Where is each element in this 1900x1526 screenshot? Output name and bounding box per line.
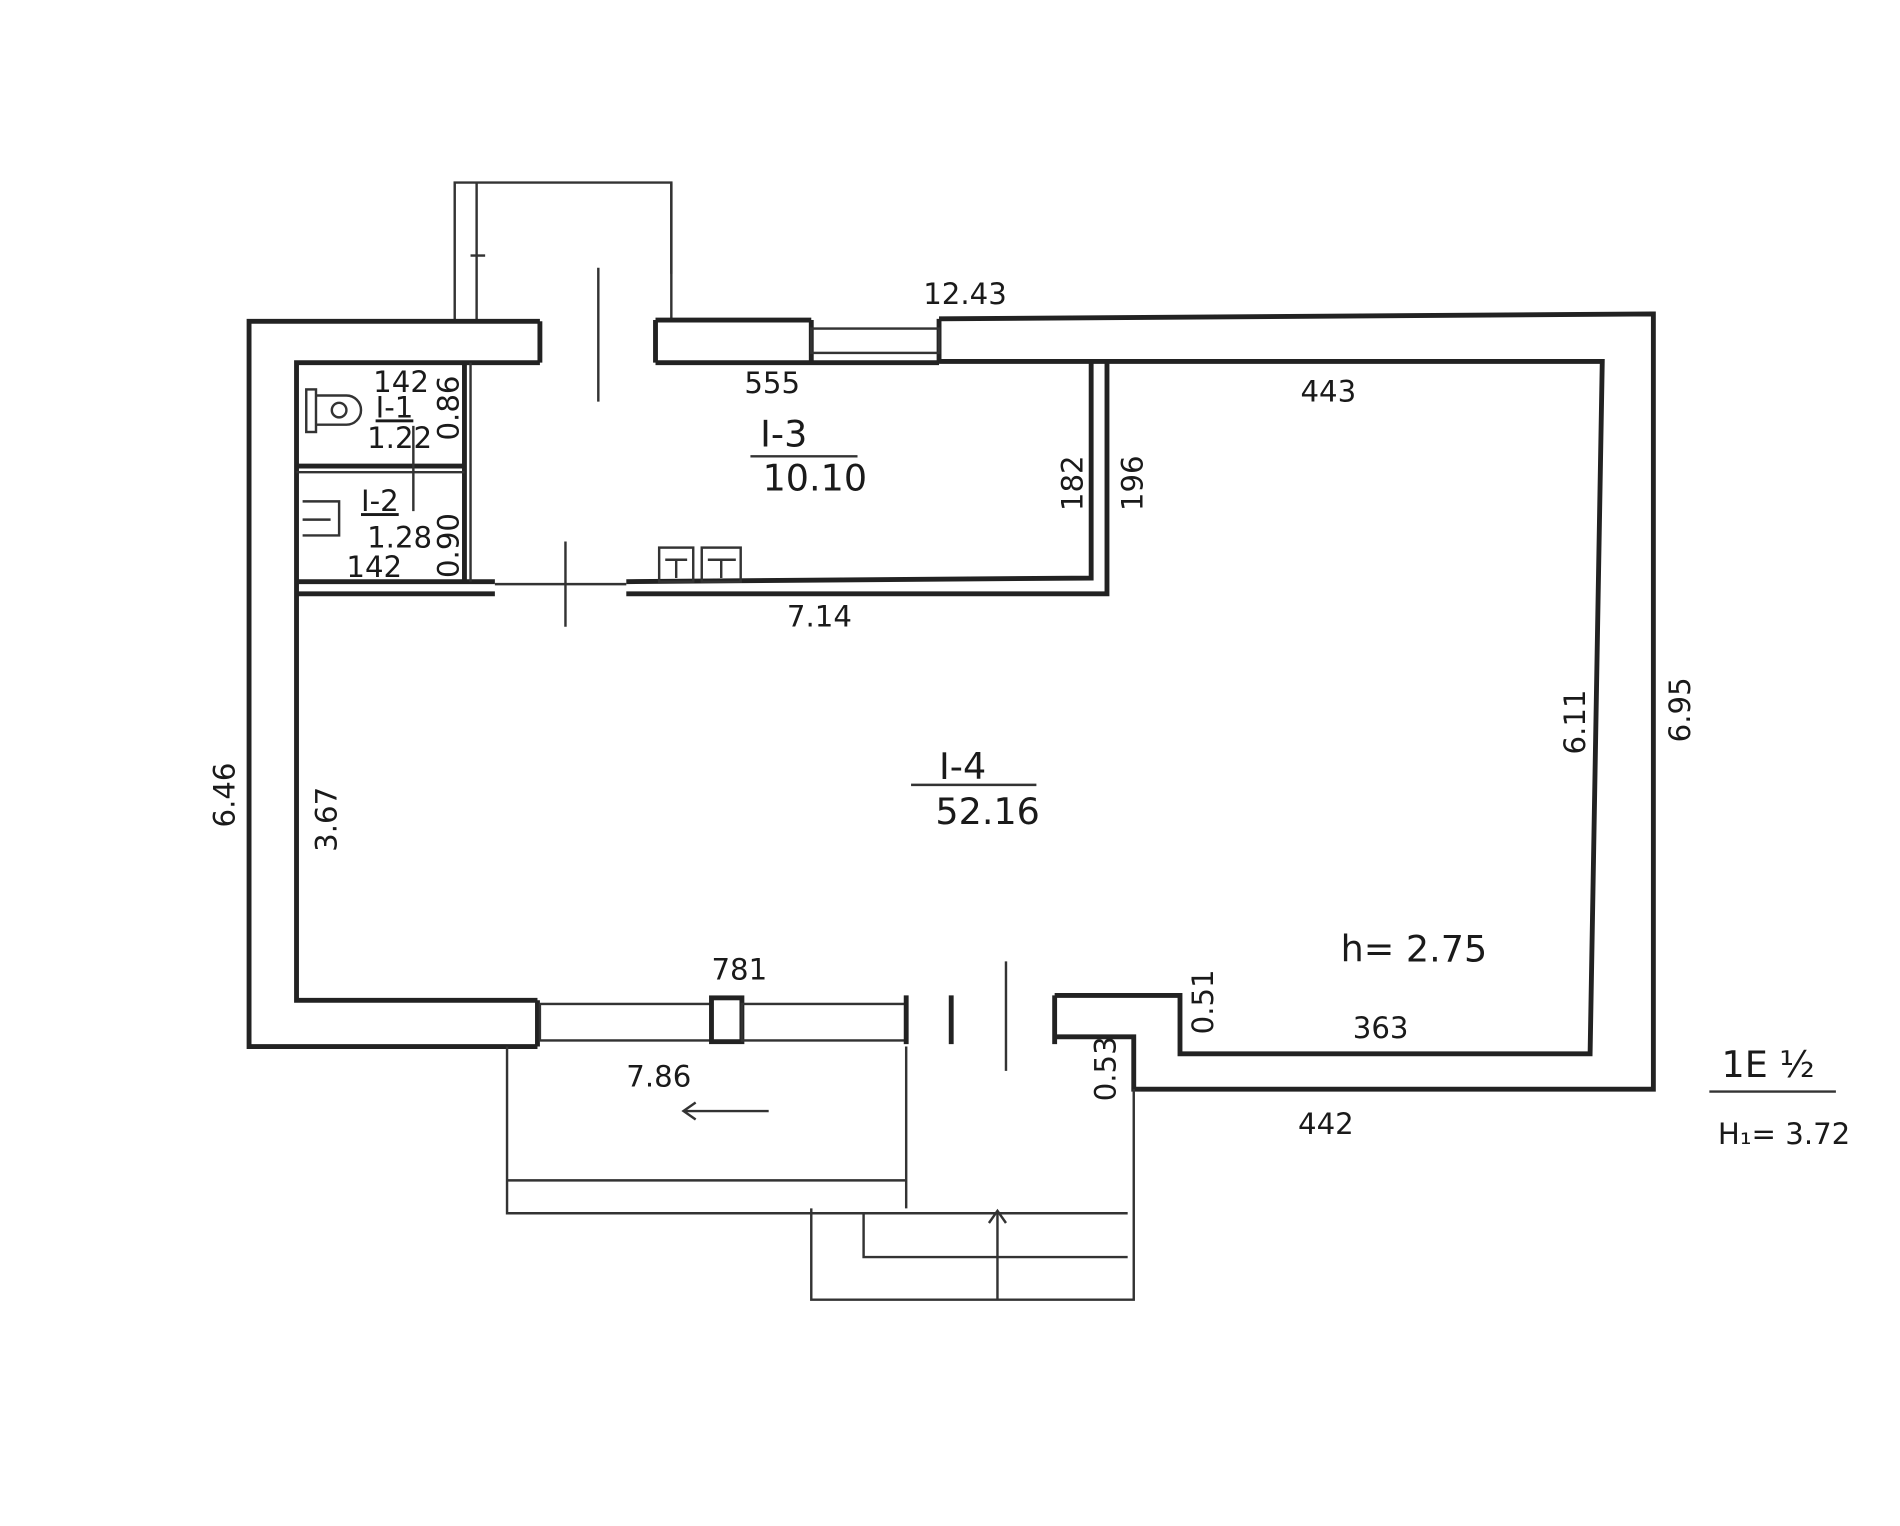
- dim-bottom-right-inner: 363: [1353, 1011, 1409, 1045]
- dim-partition-depth: 196: [1115, 455, 1149, 511]
- dim-right-inner: 6.11: [1558, 689, 1592, 754]
- dim-room3-depth: 182: [1056, 455, 1090, 511]
- dim-bottom-outer: 7.86: [626, 1060, 691, 1094]
- room-area: 10.10: [763, 456, 868, 499]
- outer-walls: [246, 267, 1656, 1092]
- dim-top-room4: 443: [1300, 375, 1356, 409]
- dim-top-room3: 555: [744, 366, 800, 400]
- dim-left-inner: 3.67: [310, 787, 344, 852]
- toilet-icon: [305, 388, 318, 434]
- legend-label: 1E ½: [1722, 1043, 1815, 1086]
- dim-step-outer: 0.53: [1088, 1036, 1122, 1101]
- room-id: I-2: [361, 484, 399, 518]
- dim-bottom-right-outer: 442: [1298, 1107, 1354, 1141]
- room-id: I-3: [760, 413, 807, 456]
- stove-icon: [700, 546, 742, 583]
- legend-height: H₁= 3.72: [1718, 1117, 1850, 1151]
- dim-bottom-inner: 781: [711, 953, 767, 987]
- room-id: I-1: [376, 390, 414, 424]
- bottom-porch: [505, 1046, 1135, 1301]
- inner-walls: [294, 358, 1605, 1071]
- stove-icon: [657, 546, 695, 583]
- dim-top-overall: 12.43: [923, 277, 1007, 311]
- dim-wc-width: 142: [373, 365, 429, 399]
- room-area: 1.22: [367, 421, 432, 455]
- dim-partition-length: 7.14: [787, 600, 852, 634]
- dim-left-overall: 6.46: [207, 762, 241, 827]
- top-porch: [453, 181, 673, 322]
- sink-icon: [302, 500, 341, 537]
- room-area: 52.16: [935, 790, 1039, 833]
- ceiling-height: h= 2.75: [1341, 927, 1488, 970]
- dim-bath-depth: 0.90: [431, 513, 465, 578]
- dim-bath-width: 142: [346, 550, 402, 584]
- room-id: I-4: [939, 745, 986, 788]
- dim-right-overall: 6.95: [1663, 677, 1697, 742]
- room-area: 1.28: [367, 521, 432, 555]
- dim-wc-depth: 0.86: [431, 376, 465, 441]
- dim-step-inner: 0.51: [1186, 969, 1220, 1034]
